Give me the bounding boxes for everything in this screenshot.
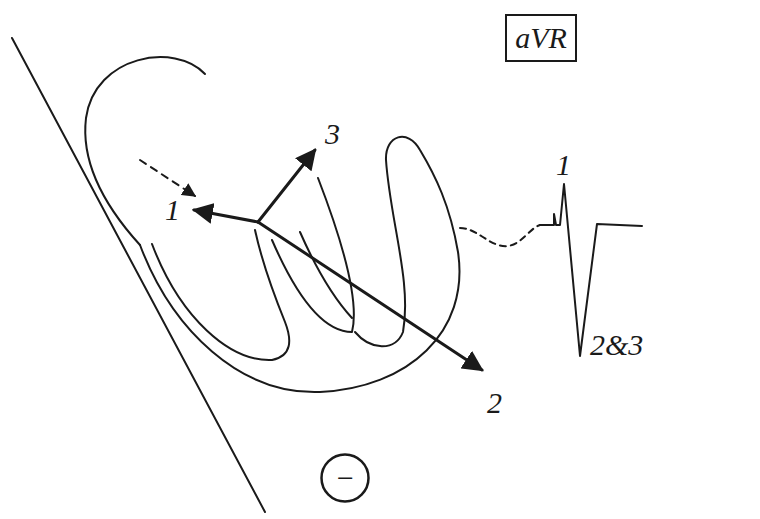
ventricle-outer-wall [140, 137, 459, 392]
wave-number: 1 [556, 150, 571, 180]
vector-number: 3 [325, 119, 340, 149]
atrium-outline [85, 57, 205, 245]
left-ventricle-inner-wall [152, 230, 289, 360]
dashed-arrow [140, 160, 195, 196]
vector-number: 2 [487, 388, 502, 418]
vector-number: 1 [165, 195, 180, 225]
lead-name: aVR [515, 23, 567, 53]
chest-wall-line [12, 38, 265, 512]
negative-pole-circle: − [320, 453, 370, 503]
vector-3 [258, 150, 315, 222]
p-wave-dashed [460, 225, 540, 246]
pole-sign: − [335, 463, 355, 493]
septum-wall [272, 178, 354, 332]
circle-outline [322, 455, 369, 502]
vector-2 [258, 222, 482, 370]
lead-label-box: aVR [505, 14, 577, 62]
wave-number: 2&3 [590, 330, 643, 360]
right-wall-inner [300, 232, 352, 318]
vector-1 [194, 210, 258, 222]
